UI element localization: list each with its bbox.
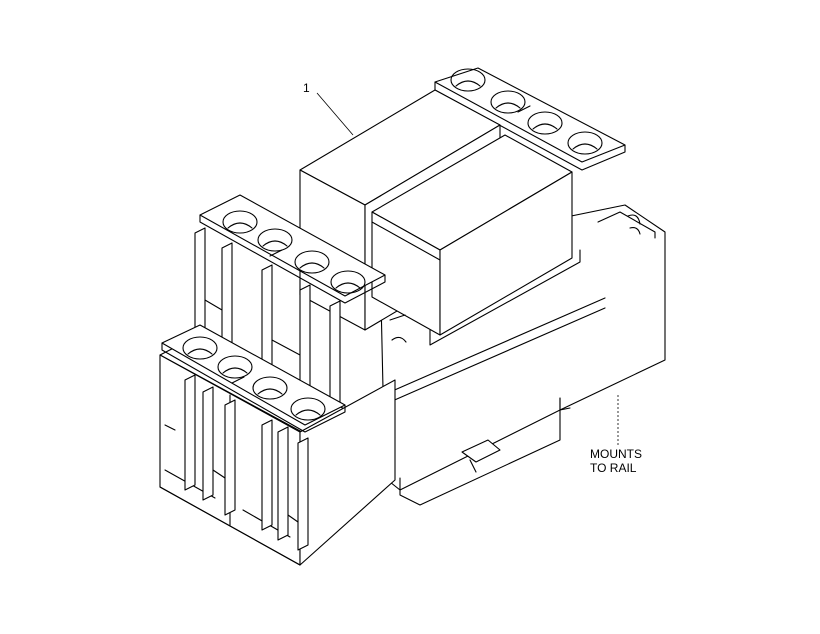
- rail-label-line1: MOUNTS: [590, 447, 642, 461]
- callout-1-label: 1: [303, 81, 310, 95]
- upper-terminal-pins: [194, 227, 341, 416]
- callout-1-leader: [316, 92, 354, 136]
- upper-front-terminal-strip: [199, 194, 386, 304]
- lower-front-terminal-strip: [161, 324, 346, 433]
- rail-label-line2: TO RAIL: [590, 461, 637, 475]
- top-terminal-strip: [434, 67, 626, 171]
- lower-terminal-pins: [184, 374, 309, 551]
- callout-mounts-to-rail: MOUNTS TO RAIL: [590, 395, 642, 475]
- callout-item-1: 1: [303, 81, 354, 136]
- relay-module-front: [371, 134, 581, 346]
